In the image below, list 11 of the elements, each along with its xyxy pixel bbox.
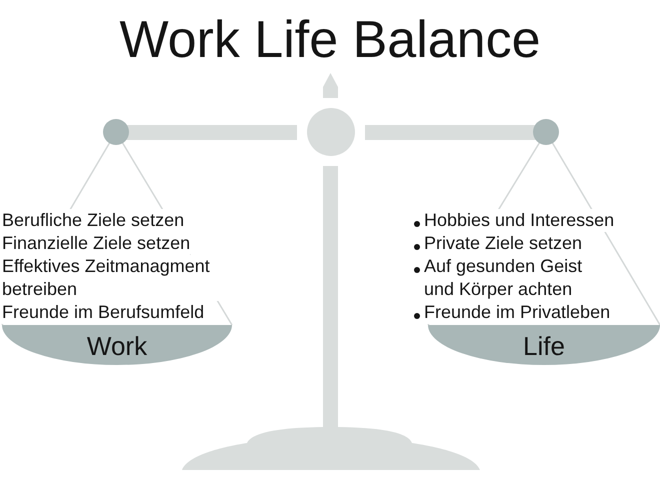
scale-pan [2, 325, 232, 365]
list-item-text: Private Ziele setzen [424, 232, 582, 255]
list-item-text: Freunde im Berufsumfeld [2, 301, 204, 324]
list-item-text: Berufliche Ziele setzen [2, 209, 184, 232]
scale-pan [428, 325, 660, 365]
list-item-text: Hobbies und Interessen [424, 209, 614, 232]
pan-label: Life [523, 332, 565, 360]
diagram-title: Work Life Balance [119, 14, 541, 66]
list-item-text: Freunde im Privatleben [424, 301, 610, 324]
list-item-text: Finanzielle Ziele setzen [2, 232, 190, 255]
pan-label: Work [86, 332, 148, 360]
